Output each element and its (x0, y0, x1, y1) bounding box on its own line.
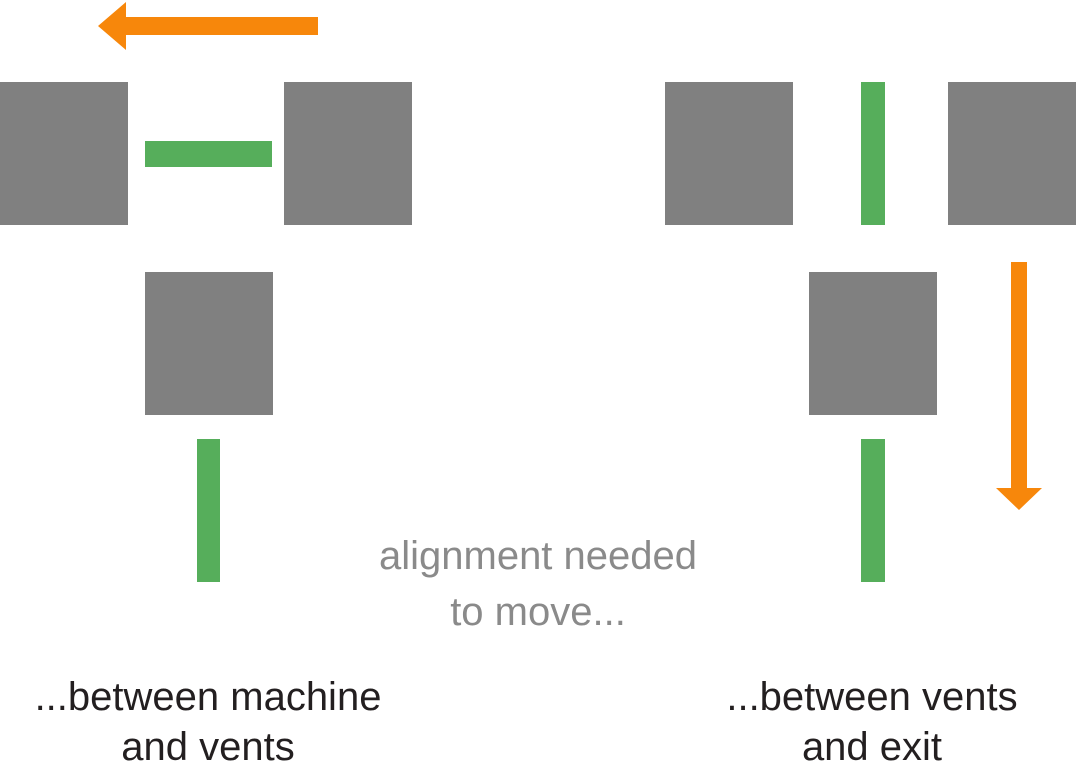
vent-vertical-top (861, 82, 885, 225)
left-caption-line1: ...between machine (34, 675, 382, 719)
right-caption: ...between vents and exit (672, 672, 1072, 772)
vent-vertical-bottom (861, 439, 885, 582)
left-caption-line2: and vents (121, 725, 295, 769)
center-label: alignment needed to move... (338, 528, 738, 640)
machine-block-left-top (0, 82, 128, 225)
vent-vertical-left (197, 439, 220, 582)
machine-block-bottom (145, 272, 273, 415)
center-label-line1: alignment needed (378, 534, 698, 578)
down-arrow-icon (996, 262, 1042, 510)
left-arrow-icon (98, 2, 318, 50)
center-label-line2: to move... (450, 590, 626, 634)
machine-block-right-panel-right (948, 82, 1076, 225)
left-arrow-shape (98, 2, 318, 50)
machine-block-right-panel-left (665, 82, 793, 225)
left-caption: ...between machine and vents (8, 672, 408, 772)
right-caption-line2: and exit (801, 725, 943, 769)
machine-block-right-panel-bottom (809, 272, 937, 415)
machine-block-right-top (284, 82, 412, 225)
vent-horizontal (145, 141, 272, 167)
right-caption-line1: ...between vents (726, 675, 1018, 719)
down-arrow-shape (996, 262, 1042, 510)
